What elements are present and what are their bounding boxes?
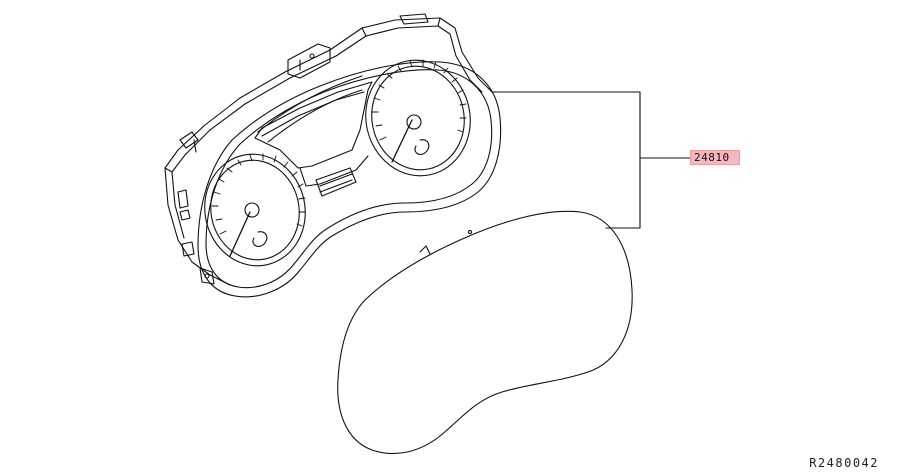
right-gauge	[365, 59, 471, 177]
instrument-cluster-housing	[164, 13, 502, 298]
center-display	[254, 81, 373, 197]
left-gauge	[204, 153, 306, 267]
cluster-lens-cover	[337, 210, 633, 455]
leader-lines	[491, 91, 691, 229]
diagram-reference-id: R2480042	[809, 456, 879, 470]
part-number-callout[interactable]: 24810	[690, 150, 740, 165]
